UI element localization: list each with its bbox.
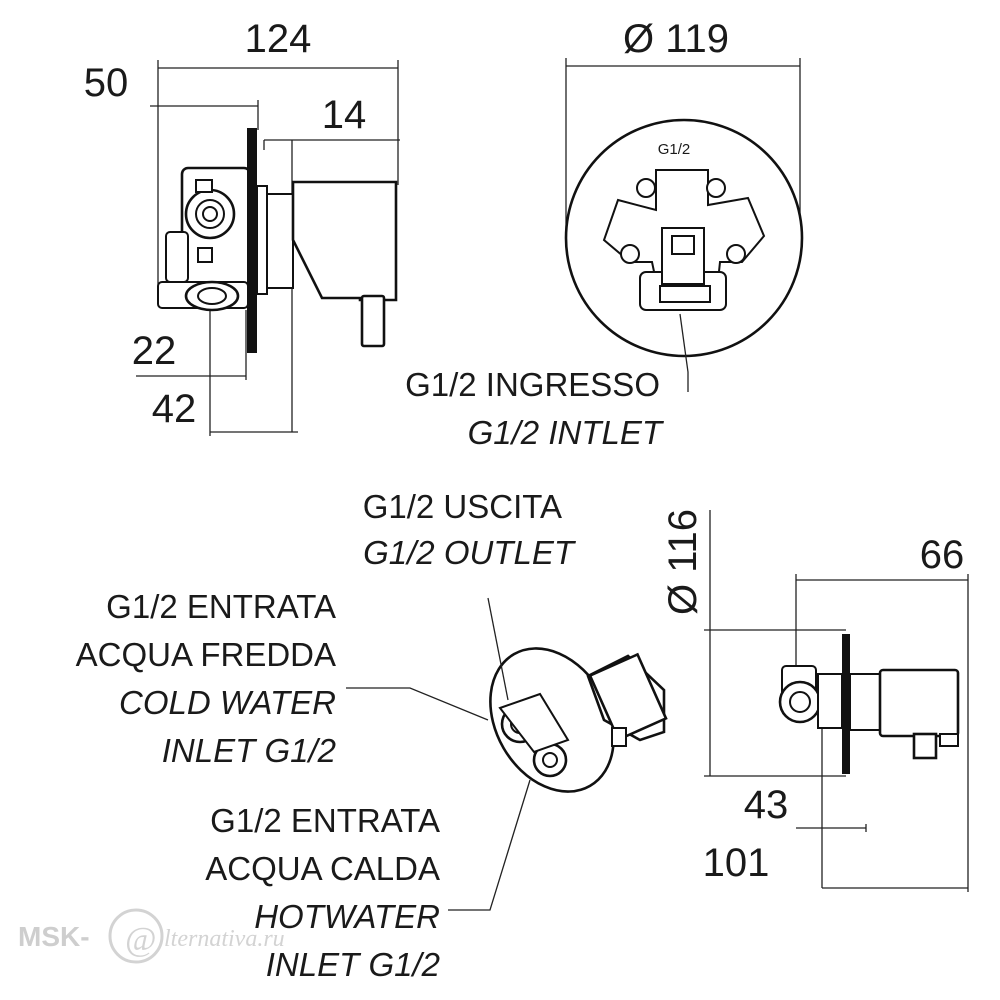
inlet-label-it: G1/2 INGRESSO [405,366,660,403]
dim-43: 43 [744,783,789,827]
side-view-bottom [704,510,969,892]
outlet-label-en: G1/2 OUTLET [363,534,577,571]
cold-label-en-1: COLD WATER [119,684,336,721]
dim-42: 42 [152,387,197,431]
dim-diameter-119: Ø 119 [623,17,729,61]
cold-label-it-1: G1/2 ENTRATA [106,588,336,625]
isometric-view [346,597,668,911]
front-view [564,58,804,392]
watermark-script: lternativa.ru [164,926,285,952]
dim-124: 124 [245,17,312,61]
hot-label-en-1: HOTWATER [254,898,440,935]
dim-diameter-116: Ø 116 [661,509,705,615]
hot-label-it-1: G1/2 ENTRATA [210,802,440,839]
dim-22: 22 [132,329,177,373]
hot-label-en-2: INLET G1/2 [266,946,440,983]
side-view-top [136,60,400,436]
svg-text:@: @ [125,921,156,958]
watermark-brand: MSK- [18,921,90,952]
front-thread-label: G1/2 [658,141,691,158]
outlet-label-it: G1/2 USCITA [363,488,562,525]
watermark: MSK- @ lternativa.ru [18,908,285,964]
inlet-label-en: G1/2 INTLET [468,414,665,451]
dim-14: 14 [322,93,367,137]
hot-label-it-2: ACQUA CALDA [205,850,440,887]
cold-label-it-2: ACQUA FREDDA [76,636,336,673]
cold-label-en-2: INLET G1/2 [162,732,336,769]
dim-66: 66 [920,533,965,577]
dim-101: 101 [703,841,770,885]
dim-50: 50 [84,61,129,105]
